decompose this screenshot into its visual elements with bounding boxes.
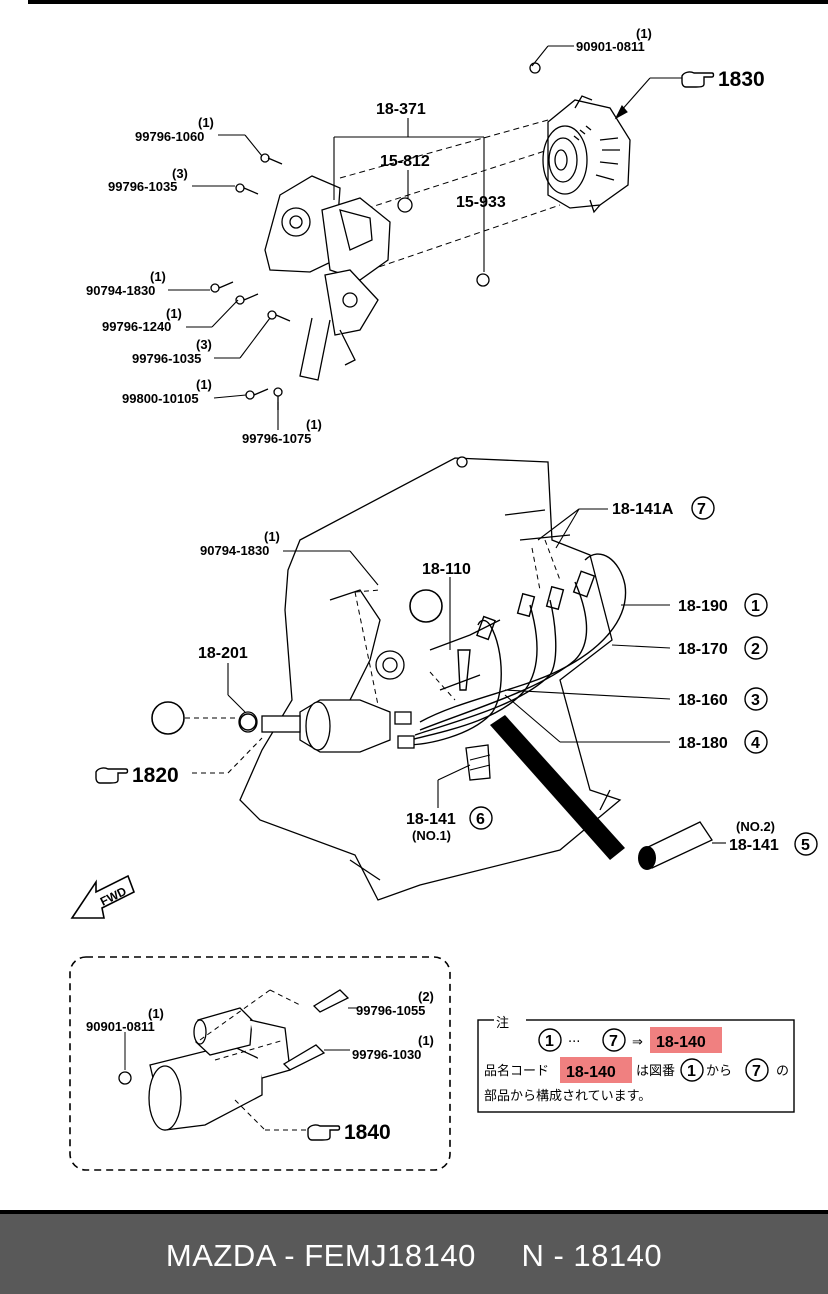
highlight-box bbox=[560, 1057, 632, 1083]
label-1830: 1830 bbox=[718, 68, 765, 91]
note-code-2: 18-140 bbox=[566, 1064, 616, 1081]
label-99796-1060: 99796-1060 bbox=[135, 129, 204, 144]
label-99800-10105: 99800-10105 bbox=[122, 391, 199, 406]
label-99796-1035-b: 99796-1035 bbox=[132, 351, 201, 366]
z-marker-circle bbox=[409, 589, 443, 623]
alternator-drawing bbox=[529, 62, 631, 214]
label-qty: (3) bbox=[196, 337, 212, 352]
label-15-933: 15-933 bbox=[456, 194, 506, 211]
insulation-strip-drawing bbox=[465, 715, 713, 870]
leader-lines-top bbox=[168, 45, 682, 430]
dashed-lines-engine bbox=[354, 539, 561, 706]
callout-number: 2 bbox=[751, 641, 760, 658]
label-no1: (NO.1) bbox=[412, 828, 451, 843]
label-qty: (3) bbox=[172, 166, 188, 181]
label-18-141-no2: 18-141 bbox=[729, 837, 779, 854]
callout-number: 7 bbox=[697, 501, 706, 518]
label-qty: (1) bbox=[198, 115, 214, 130]
starter-dashed-box bbox=[69, 956, 451, 1171]
label-99796-1240: 99796-1240 bbox=[102, 319, 171, 334]
callout-number: 5 bbox=[801, 837, 810, 854]
note-range-from: 1 bbox=[545, 1033, 554, 1050]
hand-pointer-icon bbox=[307, 1124, 341, 1141]
callout-circle bbox=[680, 1058, 704, 1082]
hand-pointer-icon bbox=[95, 767, 129, 784]
leader-lines-engine bbox=[185, 508, 726, 844]
bracket-drawing bbox=[210, 153, 490, 410]
note-line2-no: の bbox=[776, 1064, 789, 1079]
callout-circle bbox=[538, 1028, 562, 1052]
note-box: 注 1 ··· 7 ⇒ 18-140 品名コード 18-140 は図番 1 から… bbox=[477, 1004, 795, 1113]
footer-bar: MAZDA - FEMJ18140 N - 18140 bbox=[0, 1210, 828, 1294]
label-18-160: 18-160 bbox=[678, 692, 728, 709]
label-qty: (1) bbox=[150, 269, 166, 284]
label-90794-1830-a: 90794-1830 bbox=[86, 283, 155, 298]
label-qty: (2) bbox=[418, 989, 434, 1004]
o-ring-drawing bbox=[239, 713, 257, 731]
label-qty: (1) bbox=[264, 529, 280, 544]
label-1840: 1840 bbox=[344, 1121, 391, 1144]
parts-diagram: FWD (1) 90901-0811 1830 (1) 99796-1060 (… bbox=[28, 0, 828, 1171]
callout-number: 4 bbox=[751, 735, 760, 752]
note-arrow: ⇒ bbox=[632, 1035, 643, 1050]
label-18-371: 18-371 bbox=[376, 101, 426, 118]
callout-circle bbox=[469, 806, 493, 830]
label-18-141-no1: 18-141 bbox=[406, 811, 456, 828]
label-qty: (1) bbox=[418, 1033, 434, 1048]
label-qty: (1) bbox=[196, 377, 212, 392]
plug-wires bbox=[404, 553, 627, 746]
z-marker-circle bbox=[151, 701, 185, 735]
label-no2: (NO.2) bbox=[736, 819, 775, 834]
label-qty: (1) bbox=[306, 417, 322, 432]
label-qty: (1) bbox=[148, 1006, 164, 1021]
label-qty: (1) bbox=[636, 26, 652, 41]
note-code-1: 18-140 bbox=[656, 1034, 706, 1051]
starter-drawing bbox=[118, 989, 350, 1131]
callout-circle bbox=[744, 730, 768, 754]
label-15-812: 15-812 bbox=[380, 153, 430, 170]
callout-circle bbox=[744, 636, 768, 660]
label-18-180: 18-180 bbox=[678, 735, 728, 752]
callout-circle bbox=[602, 1028, 626, 1052]
label-18-141A: 18-141A bbox=[612, 501, 674, 518]
label-99796-1075: 99796-1075 bbox=[242, 431, 311, 446]
note-line3: 部品から構成されています。 bbox=[484, 1089, 651, 1104]
callout-number: 3 bbox=[751, 692, 760, 709]
note-line2-kara: から bbox=[706, 1064, 732, 1079]
fwd-arrow-icon: FWD bbox=[70, 874, 136, 919]
callout-circle bbox=[794, 832, 818, 856]
hand-pointer-icon bbox=[681, 71, 715, 88]
label-99796-1035-a: 99796-1035 bbox=[108, 179, 177, 194]
label-18-201: 18-201 bbox=[198, 645, 248, 662]
callout-circle bbox=[745, 1058, 769, 1082]
note-range-to: 7 bbox=[609, 1033, 618, 1050]
label-1820: 1820 bbox=[132, 764, 179, 787]
note-line2-prefix: 品名コード bbox=[484, 1063, 549, 1079]
label-18-170: 18-170 bbox=[678, 641, 728, 658]
note-line2-mid: は図番 bbox=[636, 1064, 675, 1079]
callout-circle bbox=[744, 687, 768, 711]
footer-text: MAZDA - FEMJ18140 N - 18140 bbox=[165, 1238, 663, 1273]
label-18-190: 18-190 bbox=[678, 598, 728, 615]
callout-number: 6 bbox=[476, 811, 485, 828]
label-90901-0811-top: 90901-0811 bbox=[576, 39, 645, 54]
note-title: 注 bbox=[496, 1016, 509, 1031]
label-18-110: 18-110 bbox=[422, 561, 471, 578]
note-range-dots: ··· bbox=[568, 1035, 580, 1050]
label-99796-1055: 99796-1055 bbox=[356, 1003, 425, 1018]
callout-circle bbox=[744, 593, 768, 617]
note-line2-from: 1 bbox=[687, 1063, 696, 1080]
note-line2-to: 7 bbox=[752, 1063, 761, 1080]
label-qty: (1) bbox=[166, 306, 182, 321]
label-99796-1030: 99796-1030 bbox=[352, 1047, 421, 1062]
callout-circle bbox=[691, 496, 715, 520]
callout-number: 1 bbox=[751, 598, 760, 615]
highlight-box bbox=[650, 1027, 722, 1053]
distributor-drawing bbox=[238, 699, 415, 753]
leader-lines-starter bbox=[124, 989, 358, 1131]
label-90794-1830-b: 90794-1830 bbox=[200, 543, 269, 558]
engine-drawing bbox=[239, 456, 622, 901]
label-90901-0811-bottom: 90901-0811 bbox=[86, 1019, 155, 1034]
